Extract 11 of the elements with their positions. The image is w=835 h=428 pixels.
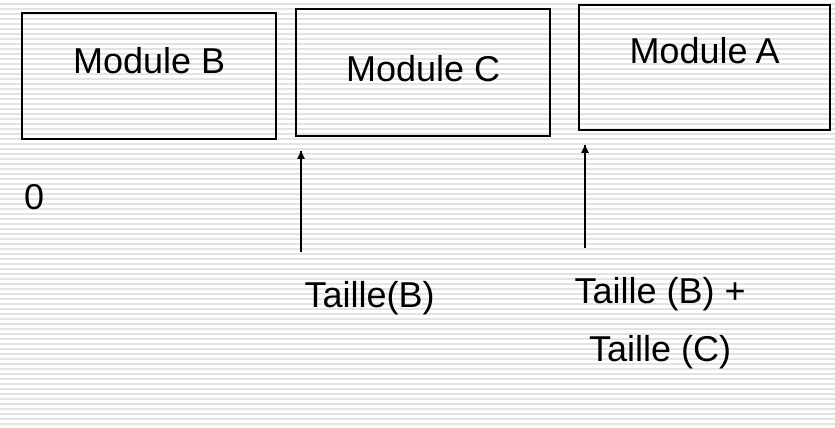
module-label: Module C [346,48,500,90]
module-label: Module B [72,40,226,82]
module-box [295,8,551,137]
module-label: Module A [629,30,780,72]
arrow [297,151,305,252]
module-box [578,4,831,131]
module-box [21,12,277,140]
offset-label: 0 [24,176,44,218]
arrow [581,145,589,248]
size-label: Taille(B) [282,266,457,324]
size-label: Taille (B) + Taille (C) [565,262,755,378]
